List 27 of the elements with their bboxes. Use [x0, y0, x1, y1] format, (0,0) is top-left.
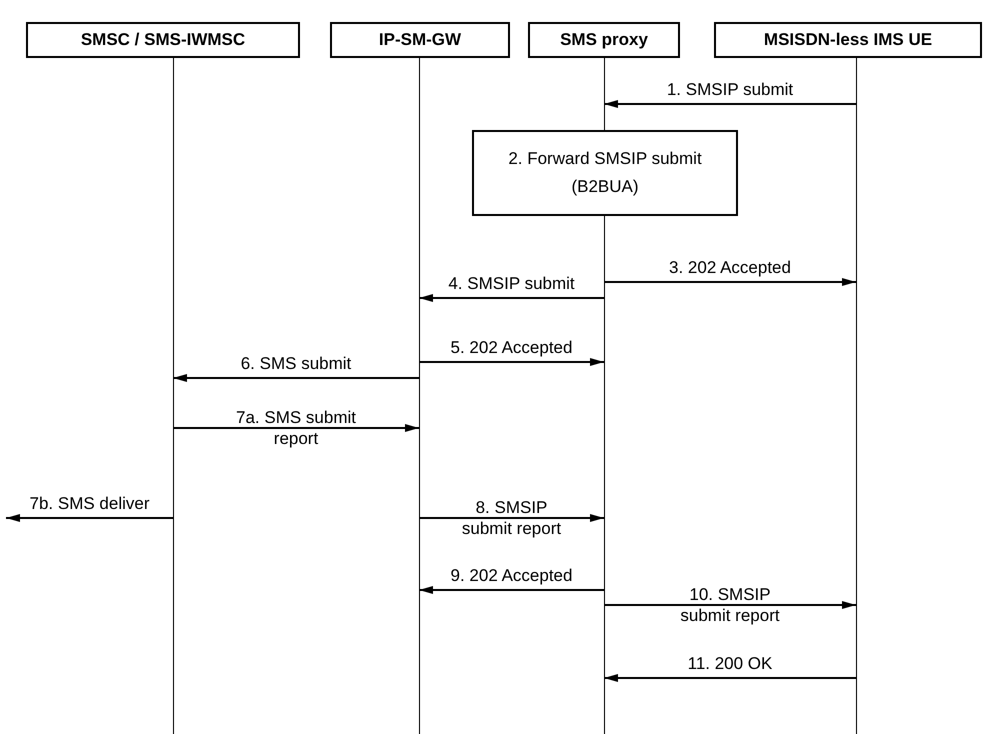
participant-box: MSISDN-less IMS UE: [714, 22, 982, 58]
message-label: 8. SMSIP submit report: [460, 497, 562, 539]
process-box: 2. Forward SMSIP submit (B2BUA): [472, 130, 738, 216]
message-arrow: [419, 514, 604, 522]
message-arrow: [604, 278, 856, 286]
participant-box: IP-SM-GW: [330, 22, 510, 58]
participant-box: SMSC / SMS-IWMSC: [26, 22, 300, 58]
message-label: 4. SMSIP submit: [448, 273, 575, 294]
message-label: 11. 200 OK: [688, 653, 772, 674]
message-label: 3. 202 Accepted: [669, 257, 791, 278]
message-label: 10. SMSIP submit report: [679, 584, 781, 626]
message-arrow: [6, 514, 173, 522]
message-label: 9. 202 Accepted: [450, 565, 572, 586]
message-arrow: [419, 358, 604, 366]
message-label: 7b. SMS deliver: [30, 493, 150, 514]
message-label: 1. SMSIP submit: [666, 79, 794, 100]
message-label: 6. SMS submit: [240, 353, 352, 374]
message-arrow: [173, 374, 419, 382]
message-arrow: [419, 294, 604, 302]
message-arrow: [604, 100, 856, 108]
message-label: 7a. SMS submit report: [235, 407, 357, 449]
message-arrow: [604, 674, 856, 682]
message-arrow: [604, 601, 856, 609]
message-arrow: [173, 424, 419, 432]
participant-box: SMS proxy: [528, 22, 680, 58]
message-label: 5. 202 Accepted: [450, 337, 572, 358]
message-arrow: [419, 586, 604, 594]
